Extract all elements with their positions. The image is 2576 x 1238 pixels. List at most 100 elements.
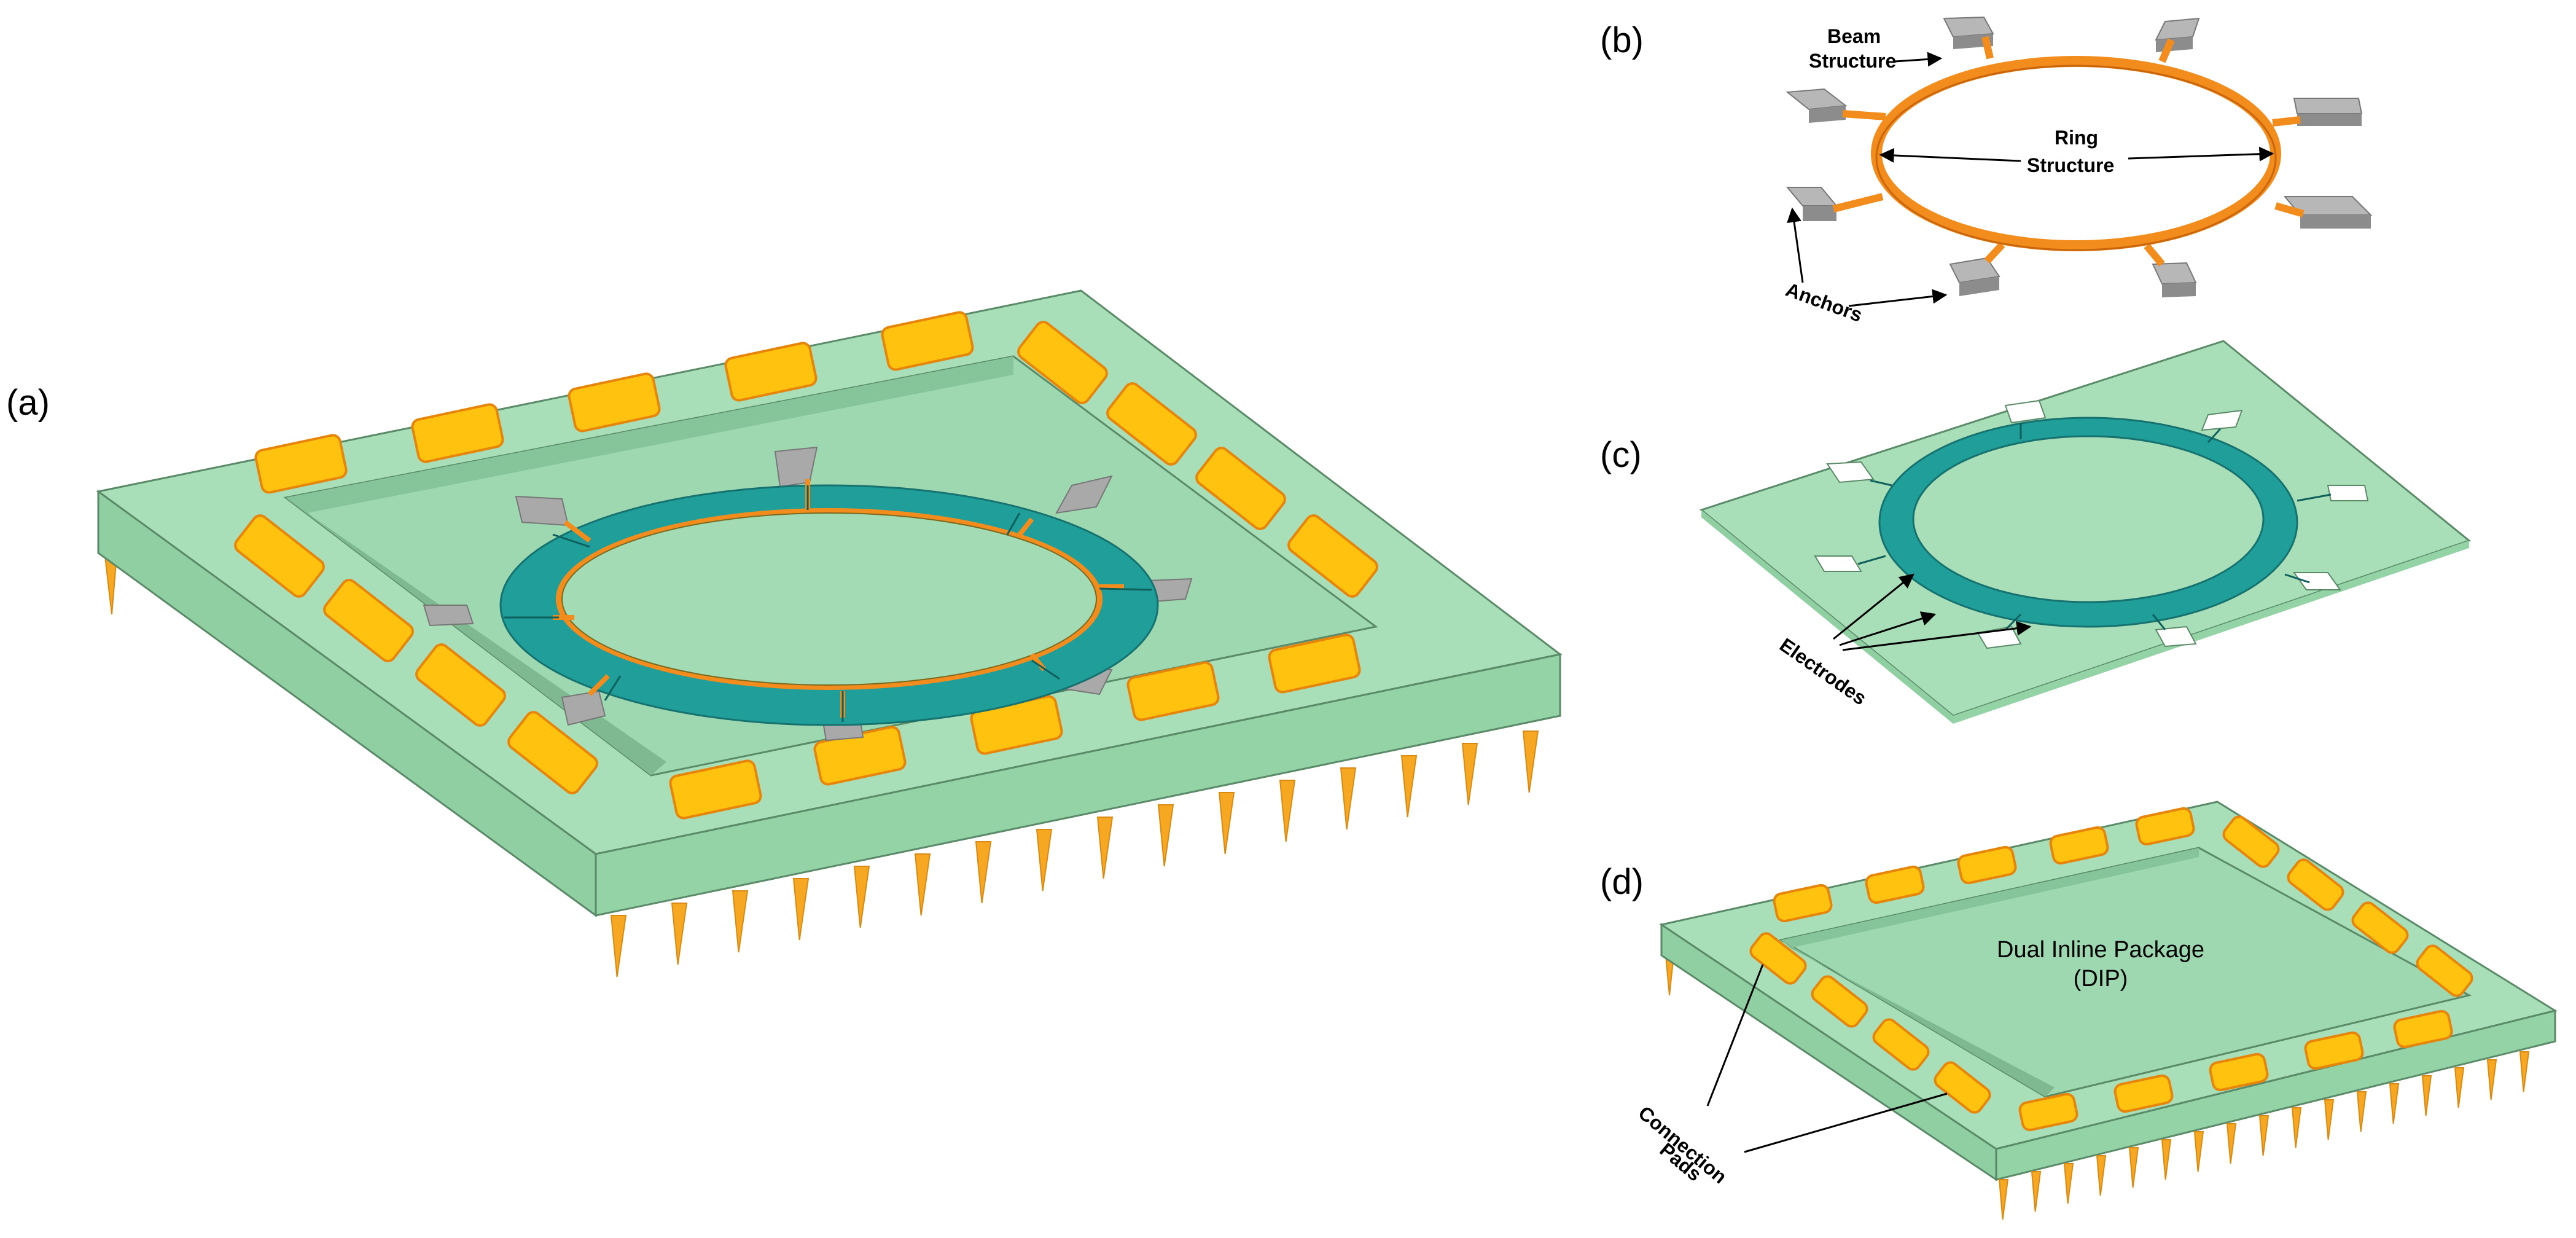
panel-a: (a) <box>6 289 1563 977</box>
package-pin <box>2454 1067 2465 1108</box>
connection-pad <box>2222 815 2280 868</box>
connection-pad <box>1872 1018 1930 1071</box>
panel-c-label: (c) <box>1600 435 1642 475</box>
panel-d-connection-pads <box>1749 807 2473 1132</box>
anchor <box>1786 88 1848 123</box>
connection-pad <box>1934 1061 1991 1114</box>
connection-pad <box>1268 633 1361 694</box>
connection-pad <box>507 711 598 794</box>
package-pin <box>732 890 749 953</box>
package-pin <box>2161 1139 2172 1180</box>
dip-label-2: (DIP) <box>2074 966 2128 992</box>
package-pin <box>1461 743 1478 805</box>
package-pin <box>914 853 931 916</box>
connection-pad <box>2304 1031 2364 1070</box>
panel-a-label: (a) <box>6 383 50 423</box>
connection-pad <box>2351 901 2409 954</box>
package-pin <box>792 878 810 941</box>
package-pin <box>2486 1059 2497 1100</box>
beam-structure-label-2: Structure <box>1809 50 1896 72</box>
dip-label-1: Dual Inline Package <box>1997 937 2204 963</box>
package-pin <box>1036 829 1053 891</box>
connection-pad <box>415 643 506 727</box>
panel-b-beam-structures <box>1832 36 2305 267</box>
connection-pad <box>2393 1009 2453 1049</box>
package-pin <box>2519 1051 2530 1092</box>
panel-a-electrode-gaps <box>504 485 1152 722</box>
connection-pad <box>323 579 414 662</box>
anchor <box>2152 262 2197 297</box>
package-pin <box>2291 1107 2302 1148</box>
panel-b-annotations: Beam Structure Ring Structure Anchors <box>1783 25 2274 326</box>
panel-d-pins-bottom <box>1998 1051 2530 1220</box>
connection-pad <box>2113 1074 2174 1113</box>
connection-pad <box>2018 1092 2078 1132</box>
package-pin <box>1522 731 1539 793</box>
package-pin <box>2193 1131 2204 1172</box>
package-pin <box>2096 1155 2107 1196</box>
panel-a-pins-bottom <box>610 731 1539 977</box>
panel-c-anchor-holes <box>1814 399 2369 649</box>
connection-pad <box>411 403 504 463</box>
anchor <box>1943 16 1994 49</box>
connection-pad <box>2049 826 2109 865</box>
connection-pad <box>1126 661 1220 721</box>
connection-pad <box>1017 321 1108 404</box>
panel-a-resonator <box>423 446 1193 742</box>
panel-b-anchors <box>1786 16 2373 297</box>
package-pin <box>1157 804 1174 867</box>
ring-structure-label-1: Ring <box>2055 127 2098 149</box>
package-pin <box>2258 1115 2270 1156</box>
package-pin <box>853 866 870 928</box>
package-pin <box>1096 817 1114 879</box>
connection-pad <box>1811 975 1868 1028</box>
connection-pad <box>669 759 762 820</box>
connection-pad <box>2287 858 2344 911</box>
panel-a-connection-pads <box>234 311 1378 820</box>
package-pin <box>610 915 627 977</box>
package-pin <box>2356 1091 2367 1132</box>
connection-pad <box>881 311 974 371</box>
package-pin <box>1400 755 1418 818</box>
connection-pad <box>1106 382 1197 466</box>
connection-pad <box>2416 944 2473 997</box>
package-pin <box>1279 780 1296 842</box>
anchors-label: Anchors <box>1783 278 1865 326</box>
package-pin <box>2031 1171 2042 1212</box>
package-pin <box>1998 1179 2009 1220</box>
anchor <box>2283 196 2373 229</box>
anchor <box>1949 257 2000 296</box>
anchor <box>2293 98 2363 126</box>
connection-pad <box>1865 865 1925 904</box>
package-pin <box>1218 792 1235 855</box>
package-pin <box>2389 1083 2400 1124</box>
panel-c: (c) Electro <box>1600 340 2472 724</box>
connection-pad <box>1195 447 1286 530</box>
panel-b-label: (b) <box>1600 20 1644 60</box>
beam-structure-label-1: Beam <box>1827 25 1881 47</box>
anchor <box>1786 187 1838 221</box>
connection-pad <box>1957 845 2017 885</box>
connection-pad <box>254 434 348 494</box>
connection-pad <box>568 372 661 433</box>
package-pin <box>975 841 992 904</box>
connection-pad <box>1287 514 1378 598</box>
connection-pad <box>1773 883 1833 923</box>
ring-structure-label-2: Structure <box>2027 154 2114 176</box>
package-pin <box>671 903 688 965</box>
panel-d-label: (d) <box>1600 862 1644 902</box>
connection-pad <box>234 514 325 598</box>
connection-pad <box>2209 1052 2269 1092</box>
connection-pad <box>1749 932 1807 985</box>
connection-pad <box>2135 807 2195 846</box>
panel-c-electrode-gaps <box>1857 423 2332 631</box>
package-pin <box>2324 1099 2335 1140</box>
package-pin <box>1340 767 1357 830</box>
panel-b-ring-structure <box>1871 56 2281 251</box>
package-pin <box>2063 1163 2074 1204</box>
anchor <box>2155 17 2200 52</box>
package-pin <box>2421 1075 2432 1116</box>
connection-pad <box>724 342 818 402</box>
package-pin <box>2226 1123 2237 1164</box>
panel-b: (b) <box>1600 16 2373 326</box>
